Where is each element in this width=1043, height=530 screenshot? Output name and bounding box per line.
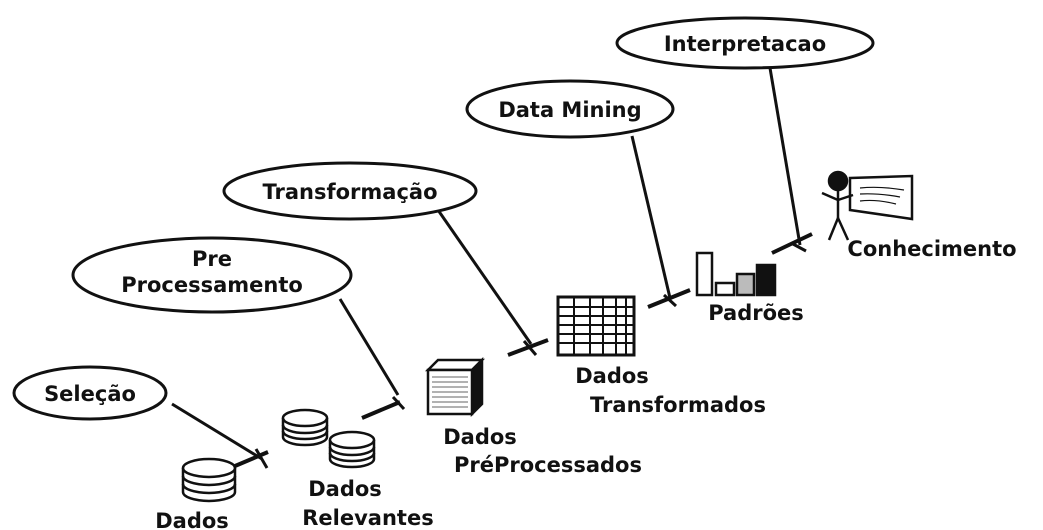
step-data-mining: Data Mining [465,79,675,139]
step-interpretacao: Interpretacao [615,16,875,70]
artifact-dados-transformados-line2: Transformados [590,393,766,417]
step-selecao-label: Seleção [44,382,136,406]
artifact-dados-preprocessados-line2: PréProcessados [454,453,642,477]
step-transformacao-label: Transformação [262,180,437,204]
step-preprocessamento-label-line1: Pre [192,247,232,271]
table-grid-icon [556,295,636,357]
artifact-dados-relevantes-line1: Dados [308,477,382,501]
person-presentation-icon [821,170,914,241]
step-preprocessamento-label-line2: Processamento [121,273,303,297]
artifact-dados-relevantes-line2: Relevantes [302,506,433,530]
databases-icon [281,408,376,469]
artifact-conhecimento-label: Conhecimento [847,237,1016,261]
database-icon [181,457,237,503]
artifact-dados-transformados-line1: Dados [575,364,649,388]
callout-lines [171,67,807,469]
artifact-padroes-label: Padrões [708,301,804,325]
step-preprocessamento: Pre Processamento [71,236,353,314]
step-transformacao: Transformação [222,161,478,221]
step-interpretacao-label: Interpretacao [664,32,826,56]
bar-chart-icon [695,251,777,297]
artifact-dados-label: Dados [155,509,229,530]
document-box-icon [424,356,486,418]
step-selecao: Seleção [12,365,168,421]
artifact-dados-preprocessados-line1: Dados [443,425,517,449]
step-data-mining-label: Data Mining [498,98,641,122]
